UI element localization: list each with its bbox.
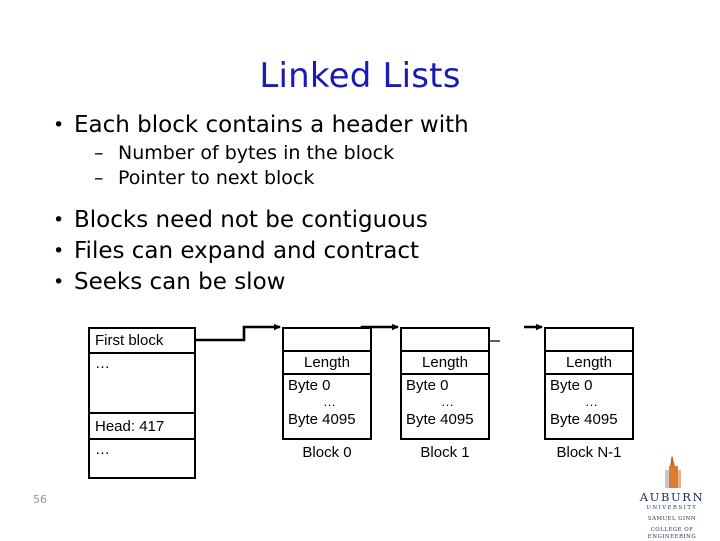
bullet-marker: • — [53, 271, 65, 293]
block-n-pointer-cell — [546, 329, 632, 352]
auburn-university-subtitle: UNIVERSITY — [646, 505, 698, 511]
bullet-item-3: – Pointer to next block — [46, 166, 646, 191]
bullet-item-1: • Each block contains a header with — [46, 110, 646, 140]
bullet-marker: • — [53, 240, 65, 262]
cell-head-pointer: Head: 417 — [90, 414, 194, 440]
block-0-bytes-cell: Byte 0 … Byte 4095 — [284, 375, 370, 438]
bullet-item-4: • Blocks need not be contiguous — [46, 205, 646, 235]
bullet-text: Each block contains a header with — [74, 112, 469, 138]
block-0-length-cell: Length — [284, 352, 370, 375]
bullet-text: Blocks need not be contiguous — [74, 207, 428, 233]
bullet-item-2: – Number of bytes in the block — [46, 141, 646, 166]
byte-last-label: Byte 4095 — [288, 411, 356, 428]
byte-first-label: Byte 0 — [550, 377, 593, 394]
first-block-table: First block … Head: 417 … — [88, 327, 196, 479]
bullet-text: Pointer to next block — [118, 167, 315, 189]
page-title: Linked Lists — [259, 56, 461, 96]
block-n-length-cell: Length — [546, 352, 632, 375]
cell-ellipsis-upper: … — [90, 354, 194, 414]
cell-first-block: First block — [90, 329, 194, 354]
block-0-pointer-cell — [284, 329, 370, 352]
block-1-pointer-cell — [402, 329, 488, 352]
block-n-label: Block N-1 — [556, 444, 622, 461]
byte-ellipsis: … — [441, 394, 455, 409]
bullet-marker: – — [94, 142, 104, 164]
byte-last-label: Byte 4095 — [406, 411, 474, 428]
block-1-label: Block 1 — [420, 444, 470, 461]
bullet-marker: • — [53, 209, 65, 231]
bullet-text: Number of bytes in the block — [118, 142, 395, 164]
byte-last-label: Byte 4095 — [550, 411, 618, 428]
block-1-table: Length Byte 0 … Byte 4095 — [400, 327, 490, 440]
block-0-label: Block 0 — [302, 444, 352, 461]
bullet-item-6: • Seeks can be slow — [46, 267, 646, 297]
arrow-head-to-block0 — [196, 323, 281, 342]
bullet-text: Files can expand and contract — [74, 238, 420, 264]
block-0-table: Length Byte 0 … Byte 4095 — [282, 327, 372, 440]
auburn-tower-icon — [659, 455, 685, 489]
bullet-item-5: • Files can expand and contract — [46, 236, 646, 266]
auburn-wordmark: AUBURN — [639, 490, 705, 504]
college-line-2: COLLEGE OF ENGINEERING — [647, 527, 697, 540]
bullet-list: • Each block contains a header with – Nu… — [46, 110, 646, 298]
byte-first-label: Byte 0 — [406, 377, 449, 394]
block-n-table: Length Byte 0 … Byte 4095 — [544, 327, 634, 440]
block-1-bytes-cell: Byte 0 … Byte 4095 — [402, 375, 488, 438]
spacer — [46, 191, 646, 205]
bullet-text: Seeks can be slow — [74, 269, 286, 295]
block-1-length-cell: Length — [402, 352, 488, 375]
bullet-marker: • — [53, 114, 65, 136]
byte-ellipsis: … — [323, 394, 337, 409]
bullet-marker: – — [94, 167, 104, 189]
byte-ellipsis: … — [585, 394, 599, 409]
auburn-logo: AUBURN UNIVERSITY SAMUEL GINN COLLEGE OF… — [628, 455, 716, 540]
slide-number: 56 — [33, 493, 47, 506]
byte-first-label: Byte 0 — [288, 377, 331, 394]
block-n-bytes-cell: Byte 0 … Byte 4095 — [546, 375, 632, 438]
cell-ellipsis-lower: … — [95, 441, 110, 458]
college-line-1: SAMUEL GINN — [647, 516, 697, 522]
